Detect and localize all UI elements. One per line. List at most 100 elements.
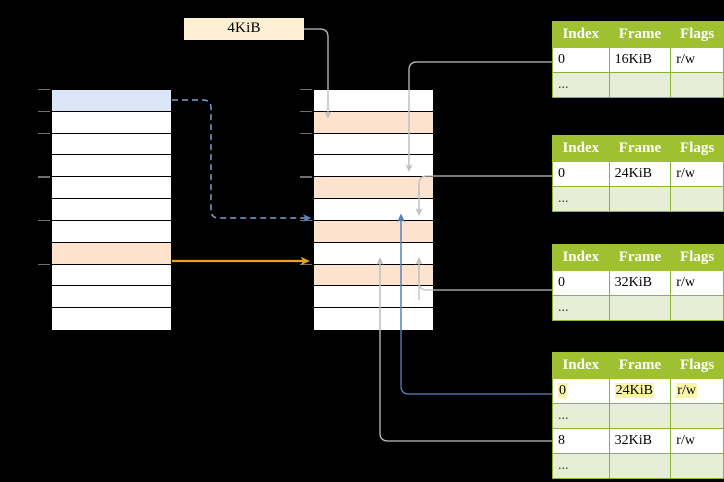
phys-row-7: [314, 242, 433, 265]
cell-frame: [608, 453, 672, 479]
column-header-frame: Frame: [608, 135, 672, 162]
cell-index: 8: [552, 428, 610, 454]
phys-row-10: [314, 308, 433, 330]
phys-row-6: [314, 220, 433, 243]
phys-row-9: [314, 286, 433, 309]
cell-flags: r/w: [670, 270, 724, 296]
cell-index: ...: [552, 186, 610, 212]
table-row: ...: [552, 403, 724, 429]
phys-row-4: [314, 177, 433, 200]
vas-row-10: [52, 308, 171, 330]
cell-flags: [670, 72, 724, 98]
phys-row-2: [314, 133, 433, 156]
phys-tick-0: [300, 89, 312, 91]
vas-row-1: [52, 111, 171, 134]
cell-frame: 32KiB: [608, 428, 672, 454]
column-header-frame: Frame: [608, 352, 672, 379]
vas-tick-0: [38, 89, 50, 91]
cell-flags: [670, 403, 724, 429]
cell-index: ...: [552, 72, 610, 98]
wire-table2-to-mem: [415, 175, 552, 216]
cell-index: 0: [552, 270, 610, 296]
column-header-flags: Flags: [670, 135, 724, 162]
column-header-flags: Flags: [670, 21, 724, 48]
vas-row-6: [52, 220, 171, 243]
vas-tick-1: [38, 110, 50, 113]
cell-flags: [670, 453, 724, 479]
table-row: ...: [552, 453, 724, 479]
vas-row-5: [52, 199, 171, 221]
cell-frame: 32KiB: [608, 270, 672, 296]
cell-flags: [670, 186, 724, 212]
column-header-index: Index: [552, 135, 610, 162]
vas-row-0: [52, 90, 171, 112]
vas-tick-8: [38, 263, 50, 265]
table-row: ...: [552, 72, 724, 98]
vas-row-4: [52, 177, 171, 200]
cell-flags: r/w: [670, 161, 724, 187]
cell-index: 0: [552, 378, 610, 404]
phys-row-5: [314, 199, 433, 221]
vas-row-8: [52, 264, 171, 287]
table-row: ...: [552, 186, 724, 212]
vas-row-3: [52, 155, 171, 178]
phys-tick-4: [300, 176, 312, 178]
physical-memory-column: [313, 89, 434, 330]
phys-row-3: [314, 155, 433, 178]
phys-row-1: [314, 111, 433, 134]
table-row: ...: [552, 295, 724, 321]
cell-flags: [670, 295, 724, 321]
cell-index: ...: [552, 453, 610, 479]
callout-label: 4KiB: [227, 20, 261, 36]
cell-frame: 24KiB: [608, 161, 672, 187]
phys-row-8: [314, 264, 433, 287]
vas-tick-4: [38, 176, 50, 178]
cell-frame: [608, 72, 672, 98]
cell-frame: 16KiB: [608, 47, 672, 73]
column-header-flags: Flags: [670, 244, 724, 271]
phys-tick-1: [300, 110, 312, 113]
cell-index: ...: [552, 403, 610, 429]
cell-index: ...: [552, 295, 610, 321]
vas-row-7: [52, 242, 171, 265]
phys-row-0: [314, 90, 433, 112]
phys-tick-8: [300, 263, 312, 265]
cell-flags: r/w: [670, 47, 724, 73]
cell-index: 0: [552, 161, 610, 187]
callout-4kib: 4KiB: [184, 18, 304, 40]
cell-index: 0: [552, 47, 610, 73]
vas-tick-6: [38, 219, 50, 222]
cell-flags: r/w: [670, 428, 724, 454]
vas-tick-2: [38, 132, 50, 135]
virtual-address-space-column: [51, 89, 172, 330]
cell-frame: 24KiB: [608, 378, 672, 404]
phys-tick-2: [300, 132, 312, 135]
wire-left-blue-to-mem: [172, 99, 312, 222]
column-header-frame: Frame: [608, 244, 672, 271]
cell-frame: [608, 403, 672, 429]
cell-flags: r/w: [670, 378, 724, 404]
phys-tick-6: [300, 219, 312, 222]
vas-row-2: [52, 133, 171, 156]
wire-table3-to-mem: [415, 257, 552, 291]
column-header-flags: Flags: [670, 352, 724, 379]
column-header-frame: Frame: [608, 21, 672, 48]
cell-frame: [608, 186, 672, 212]
column-header-index: Index: [552, 352, 610, 379]
column-header-index: Index: [552, 21, 610, 48]
vas-row-9: [52, 286, 171, 309]
cell-frame: [608, 295, 672, 321]
